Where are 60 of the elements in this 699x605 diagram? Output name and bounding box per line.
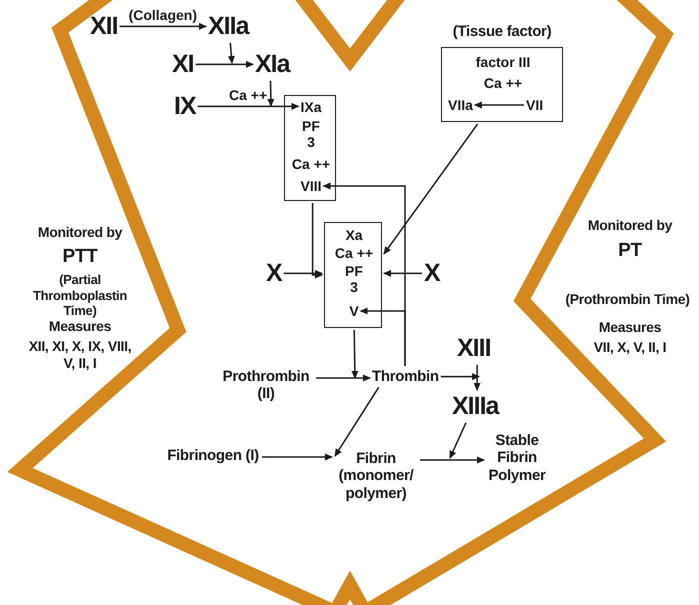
factor-label: XIa xyxy=(255,50,290,79)
factor-label: Thrombin xyxy=(372,368,439,386)
note-text: Monitored by xyxy=(586,217,674,234)
arrow xyxy=(440,373,480,380)
arrow xyxy=(383,124,478,255)
factor-label: PF 3 xyxy=(340,263,368,296)
note-text: PTT xyxy=(62,246,98,269)
edge-label: Ca ++ xyxy=(228,87,268,104)
note-text: XII, XI, X, IX, VIII, V, II, I xyxy=(28,338,132,372)
factor-label: Prothrombin (II) xyxy=(218,368,314,402)
note-text: (Partial Thromboplastin Time) xyxy=(32,272,128,319)
factor-label: Fibrinogen (I) xyxy=(166,447,260,464)
arrow xyxy=(474,364,481,391)
note-text: Measures xyxy=(48,318,112,335)
factor-label: V xyxy=(349,303,359,320)
factor-label: Xa xyxy=(345,227,363,244)
factor-label: X xyxy=(266,259,282,288)
factor-label: Ca ++ xyxy=(484,75,522,92)
factor-label: XIIa xyxy=(208,12,248,41)
arrow xyxy=(474,102,524,108)
arrow xyxy=(420,456,485,464)
arrow xyxy=(383,270,422,277)
arrow xyxy=(267,80,274,107)
arrow xyxy=(262,454,333,460)
note-text: VII, X, V, II, I xyxy=(592,339,668,356)
complex-box xyxy=(324,222,382,328)
factor-label: VII xyxy=(526,97,544,114)
factor-label: IX xyxy=(174,92,196,121)
factor-label: VIIa xyxy=(448,97,473,114)
arrow xyxy=(198,102,300,110)
note-text: PT xyxy=(617,240,643,263)
edge-label: (Collagen) xyxy=(128,7,198,24)
factor-label: Ca ++ xyxy=(334,245,374,262)
arrow xyxy=(360,308,406,366)
arrow xyxy=(334,386,380,457)
complex-box xyxy=(284,95,336,201)
factor-label: VIII xyxy=(300,178,322,194)
factor-label: PF 3 xyxy=(297,118,325,150)
arrow xyxy=(312,203,323,278)
arrow xyxy=(196,60,254,68)
heading-text: (Tissue factor) xyxy=(452,23,552,40)
factor-label: IXa xyxy=(300,99,322,116)
note-text: (Prothrombin Time) xyxy=(564,291,691,308)
arrow xyxy=(284,270,323,277)
factor-label: XI xyxy=(172,50,194,79)
arrow xyxy=(228,42,235,64)
factor-label: Ca ++ xyxy=(292,156,330,172)
factor-label: factor III xyxy=(476,54,530,70)
note-text: Monitored by xyxy=(36,224,124,241)
arrow xyxy=(120,22,207,30)
factor-label: XIIIa xyxy=(452,392,498,421)
factor-label: XII xyxy=(90,12,118,41)
note-text: Measures xyxy=(598,319,662,336)
factor-label: X xyxy=(424,259,440,288)
factor-label: XIII xyxy=(457,334,491,363)
arrow xyxy=(351,330,358,379)
factor-label: Fibrin (monomer/ polymer) xyxy=(334,450,418,502)
factor-label: Stable Fibrin Polymer xyxy=(486,432,548,484)
arrow xyxy=(449,422,467,459)
arrow xyxy=(316,374,371,382)
